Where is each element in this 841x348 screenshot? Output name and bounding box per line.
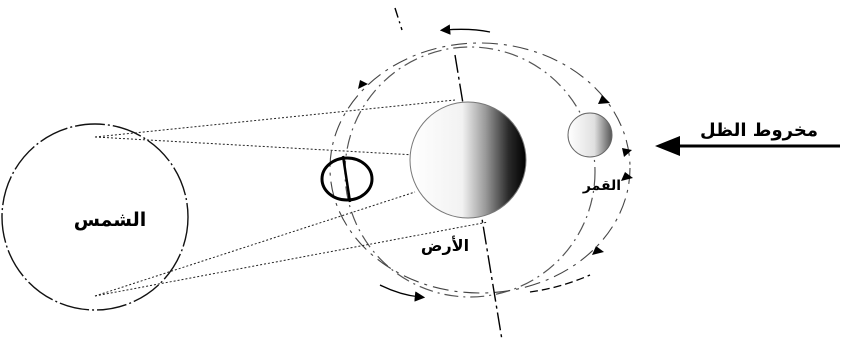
- earth-shape: [410, 102, 526, 218]
- orbit-arrow-head-moon: [622, 148, 632, 157]
- sun-label: الشمس: [74, 209, 147, 231]
- earth-position-axis: [343, 156, 350, 202]
- orbit-arrow-head-top-right: [598, 95, 610, 104]
- moon-shape: [568, 113, 612, 157]
- tilt-axis-top: [395, 8, 402, 30]
- shadow-cone-label: مخروط الظل: [700, 120, 818, 141]
- earth-label: الأرض: [421, 236, 469, 255]
- moon-label: القمر: [582, 178, 621, 194]
- shadow-cone-arrow-head: [655, 136, 680, 156]
- orbit-arrow-head-right: [621, 172, 633, 181]
- orbit-arrow-head-lower: [592, 246, 604, 255]
- orbit-arrow-head-left: [358, 80, 368, 89]
